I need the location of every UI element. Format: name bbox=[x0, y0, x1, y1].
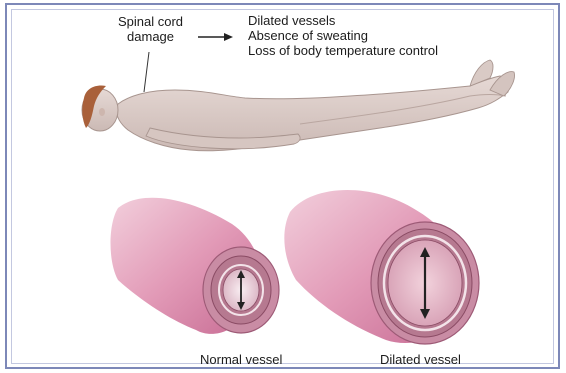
dilated-vessel bbox=[284, 190, 479, 344]
effect-item: Absence of sweating bbox=[248, 28, 438, 43]
effect-item: Loss of body temperature control bbox=[248, 43, 438, 58]
cause-line-1: Spinal cord bbox=[118, 14, 183, 29]
cause-line-2: damage bbox=[118, 29, 183, 44]
spinal-pointer-line bbox=[144, 52, 149, 92]
cause-label: Spinal cord damage bbox=[118, 14, 183, 44]
effect-item: Dilated vessels bbox=[248, 13, 438, 28]
normal-vessel-label: Normal vessel bbox=[200, 352, 282, 367]
cause-arrow bbox=[198, 33, 233, 41]
normal-vessel bbox=[111, 198, 280, 334]
effects-list: Dilated vessels Absence of sweating Loss… bbox=[248, 13, 438, 58]
dilated-vessel-label: Dilated vessel bbox=[380, 352, 461, 367]
reclining-body bbox=[82, 60, 515, 151]
